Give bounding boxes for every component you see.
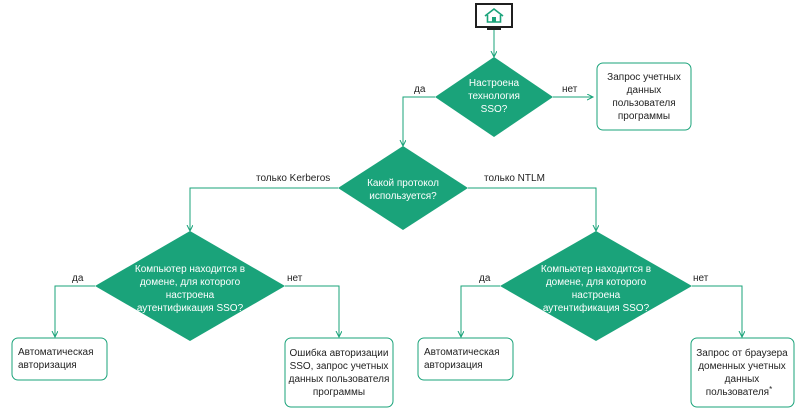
decision-line: SSO? (481, 104, 508, 115)
outcome-line: Запрос учетных (607, 72, 681, 83)
decision-line: используется? (369, 191, 437, 202)
label-sso-no: нет (562, 84, 578, 95)
svg-text:Автоматическая: Автоматическая (18, 347, 94, 358)
outcome-line: Автоматическая (18, 347, 94, 358)
decision-line: Какой протокол (367, 178, 439, 189)
label-sso-yes: да (414, 84, 426, 95)
svg-text:данных пользователя: данных пользователя (289, 374, 390, 385)
outcome-line: Автоматическая (424, 347, 500, 358)
svg-text:технология: технология (468, 91, 520, 102)
svg-text:Ошибка авторизации: Ошибка авторизации (290, 347, 389, 359)
outcome-line: SSO, запрос учетных (290, 361, 389, 372)
connector-ntlm-no (692, 285, 742, 337)
outcome-line: данных пользователя (289, 374, 390, 385)
decision-domain-kerberos: Компьютер находится в домене, для которо… (95, 231, 285, 341)
svg-text:настроена: настроена (572, 290, 621, 301)
svg-text:программы: программы (618, 111, 670, 122)
svg-text:доменных учетных: доменных учетных (698, 361, 786, 372)
svg-text:используется?: используется? (369, 191, 437, 202)
decision-line: настроена (166, 290, 215, 301)
decision-protocol: Какой протокол используется? (338, 146, 468, 230)
svg-text:Запрос от браузера: Запрос от браузера (696, 347, 788, 359)
outcome-line: пользователя (612, 98, 675, 109)
outcome-line: программы (313, 387, 365, 398)
decision-line: Настроена (469, 78, 520, 89)
decision-line: домене, для которого (546, 277, 647, 288)
label-only-ntlm: только NTLM (484, 173, 545, 184)
svg-text:данных: данных (627, 85, 662, 96)
svg-text:Автоматическая: Автоматическая (424, 347, 500, 358)
label-ntlm-no: нет (693, 273, 709, 284)
svg-text:аутентификация SSO?: аутентификация SSO? (137, 302, 244, 314)
svg-text:аутентификация SSO?: аутентификация SSO? (543, 302, 650, 314)
decision-line: аутентификация SSO? (137, 302, 244, 314)
svg-text:SSO?: SSO? (481, 104, 508, 115)
decision-line: аутентификация SSO? (543, 302, 650, 314)
decision-line: Компьютер находится в (135, 264, 245, 275)
svg-text:домене, для которого: домене, для которого (546, 277, 647, 288)
svg-text:домене, для которого: домене, для которого (140, 277, 241, 288)
outcome-line: пользователя (706, 387, 769, 398)
svg-text:пользователя*: пользователя* (706, 385, 772, 398)
outcome-line: Запрос от браузера (696, 347, 788, 359)
outcome-line: авторизация (18, 360, 77, 371)
svg-text:Настроена: Настроена (469, 78, 520, 89)
svg-text:Компьютер находится в: Компьютер находится в (135, 264, 245, 275)
outcome-line: Ошибка авторизации (290, 347, 389, 359)
outcome-browser-request: Запрос от браузера доменных учетных данн… (690, 337, 795, 408)
outcome-auto-auth-ntlm: Автоматическая авторизация (417, 337, 514, 381)
outcome-sso-error: Ошибка авторизации SSO, запрос учетных д… (284, 337, 394, 408)
decision-domain-ntlm: Компьютер находится в домене, для которо… (500, 231, 692, 341)
outcome-line: программы (618, 111, 670, 122)
svg-text:пользователя: пользователя (612, 98, 675, 109)
svg-text:данных: данных (725, 374, 760, 385)
outcome-line: авторизация (424, 360, 483, 371)
decision-sso-configured: Настроена технология SSO? (435, 57, 553, 137)
svg-text:Какой протокол: Какой протокол (367, 178, 439, 189)
connector-only-ntlm (468, 187, 596, 231)
decision-line: технология (468, 91, 520, 102)
connector-sso-yes (403, 96, 435, 146)
svg-text:программы: программы (313, 387, 365, 398)
outcome-credentials-request: Запрос учетных данных пользователя прогр… (596, 62, 692, 131)
svg-text:настроена: настроена (166, 290, 215, 301)
footnote-mark: * (769, 385, 772, 394)
svg-text:авторизация: авторизация (18, 360, 77, 371)
outcome-line: данных (627, 85, 662, 96)
decision-line: домене, для которого (140, 277, 241, 288)
connector-ntlm-yes (461, 285, 500, 337)
home-monitor-icon (475, 3, 513, 30)
label-kerberos-yes: да (72, 273, 84, 284)
svg-text:Запрос учетных: Запрос учетных (607, 72, 681, 83)
label-kerberos-no: нет (287, 273, 303, 284)
svg-text:SSO, запрос учетных: SSO, запрос учетных (290, 361, 389, 372)
outcome-line: доменных учетных (698, 361, 786, 372)
connector-kerberos-no (285, 285, 339, 337)
decision-line: Компьютер находится в (541, 264, 651, 275)
label-only-kerberos: только Kerberos (256, 173, 330, 184)
outcome-auto-auth-kerberos: Автоматическая авторизация (11, 337, 108, 381)
connector-only-kerberos (190, 187, 338, 231)
decision-line: настроена (572, 290, 621, 301)
svg-text:Компьютер находится в: Компьютер находится в (541, 264, 651, 275)
connector-kerberos-yes (55, 285, 95, 337)
svg-text:авторизация: авторизация (424, 360, 483, 371)
label-ntlm-yes: да (479, 273, 491, 284)
outcome-line: данных (725, 374, 760, 385)
